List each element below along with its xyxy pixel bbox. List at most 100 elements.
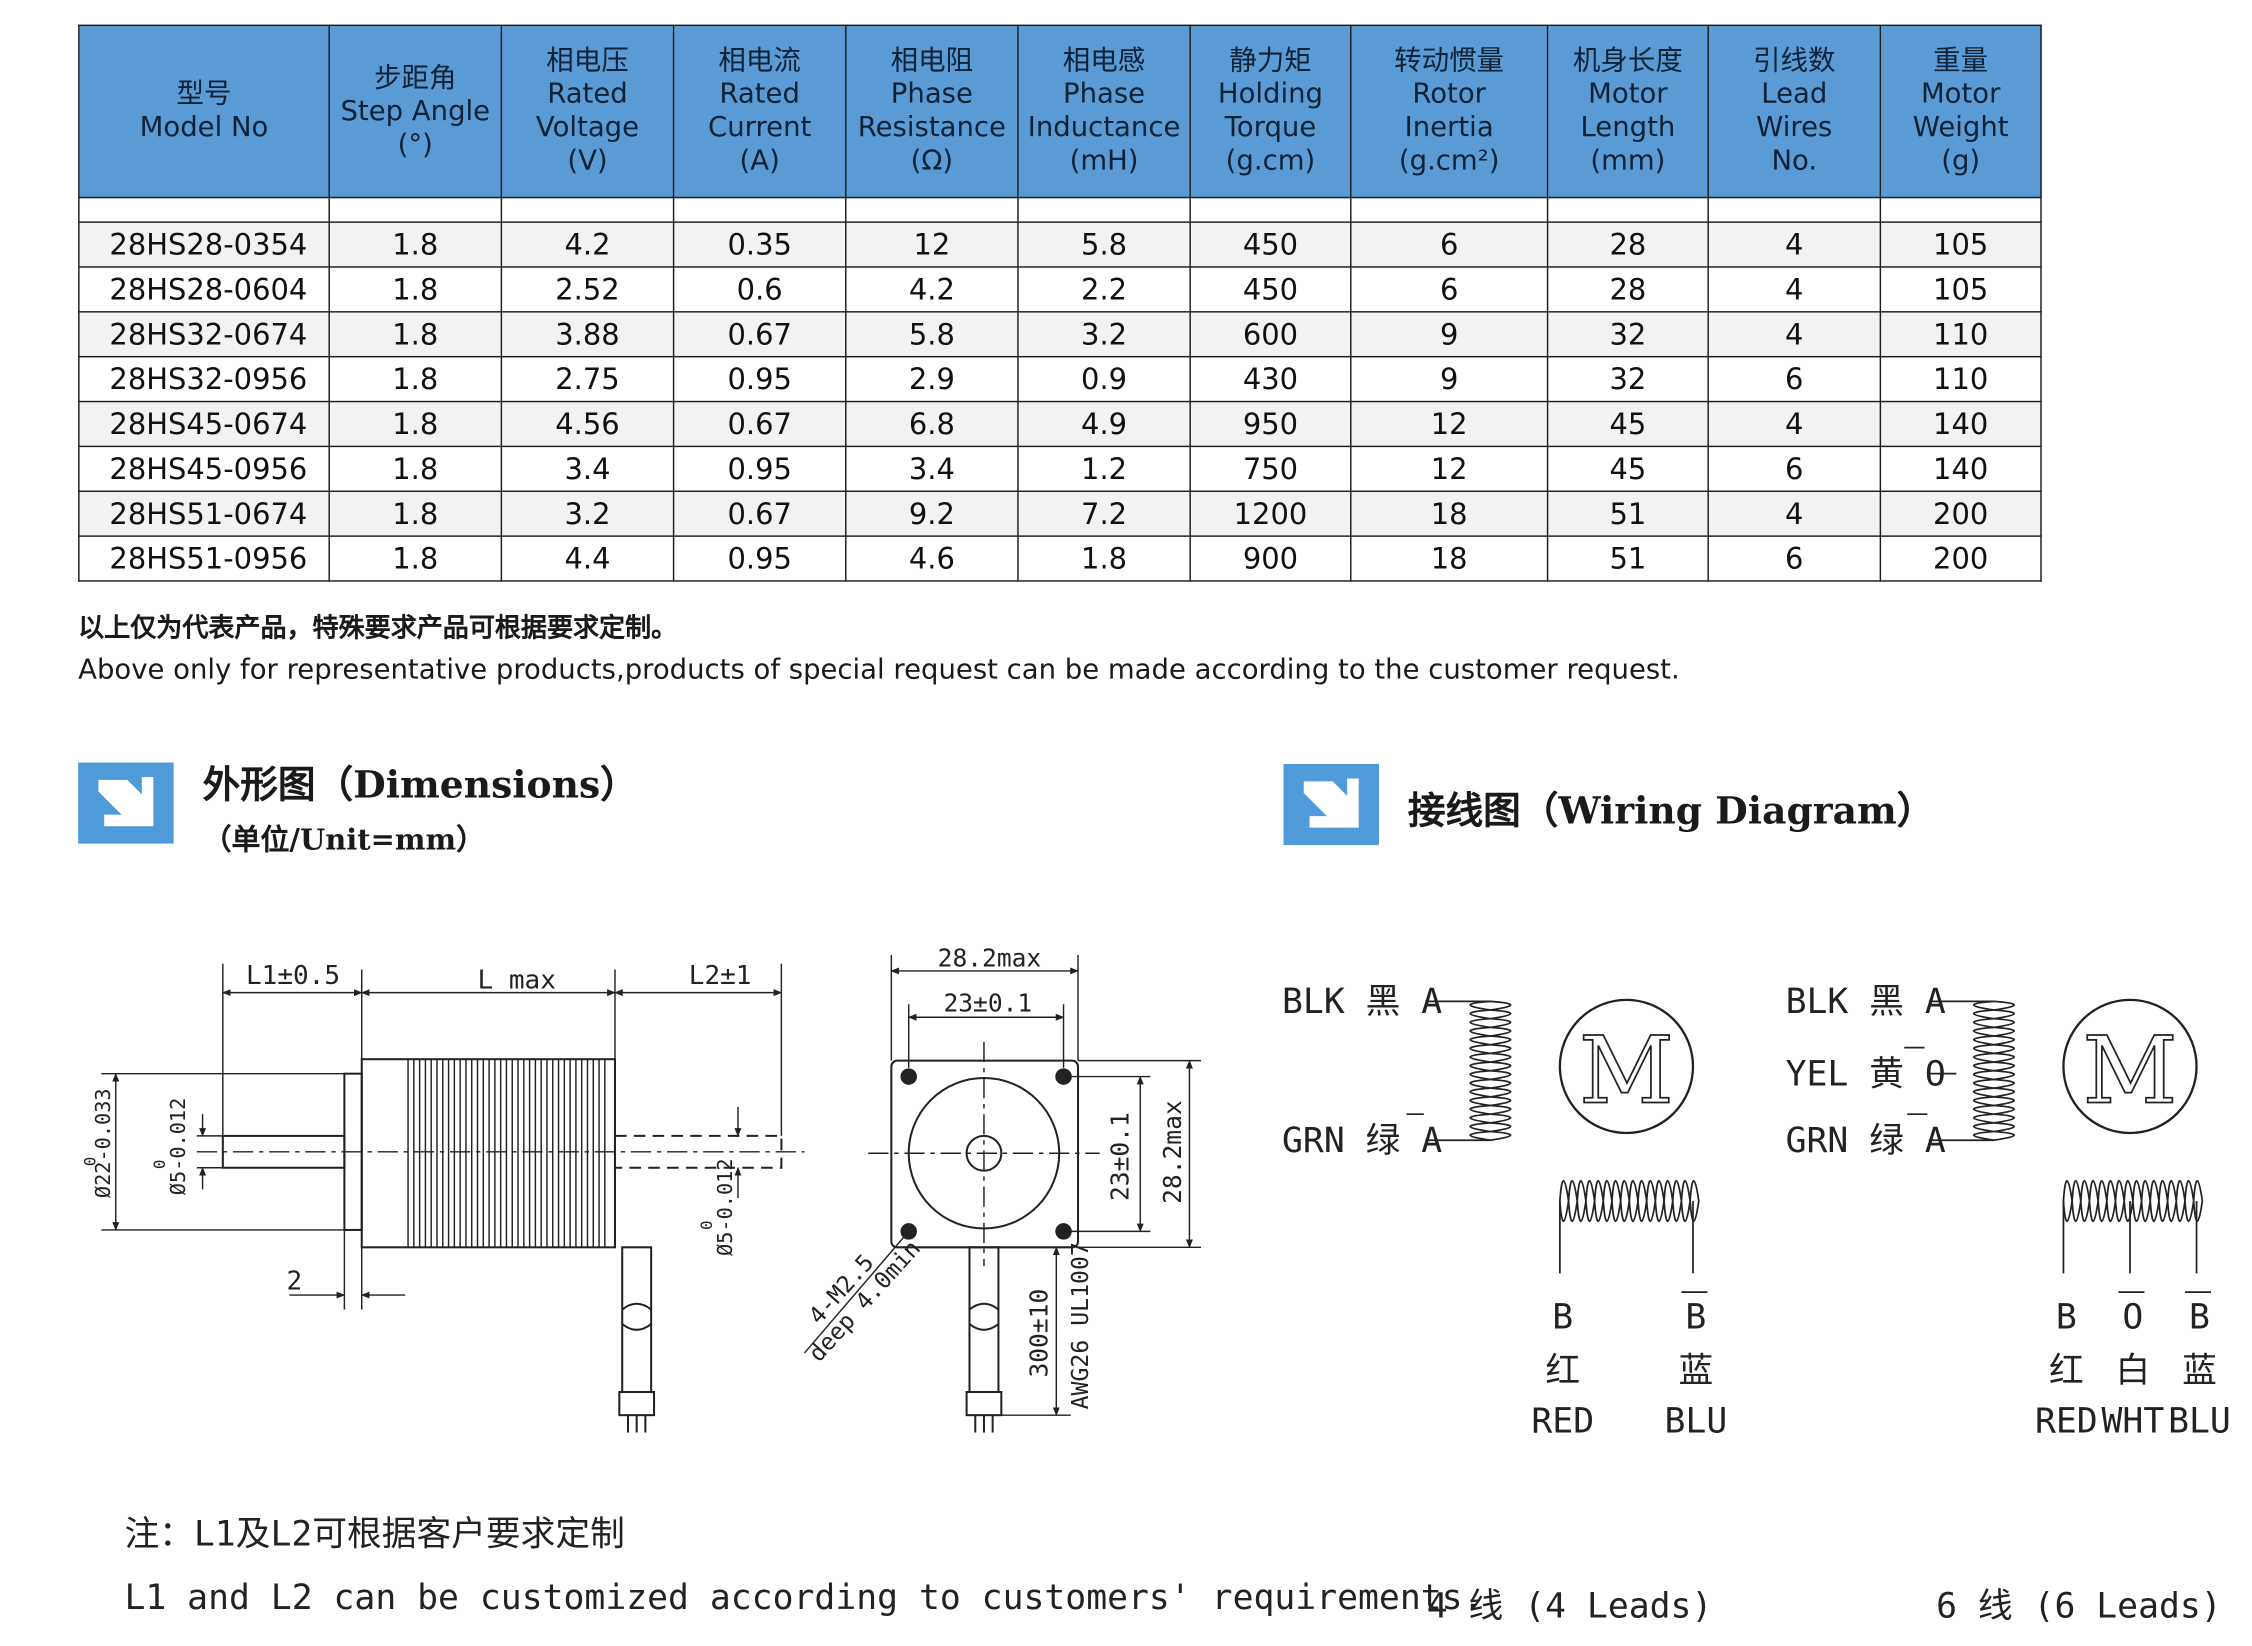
header-cn: 机身长度 — [1572, 44, 1683, 77]
lead-bottom-sig: B — [2056, 1297, 2077, 1337]
model-cell: 28HS51-0956 — [78, 535, 330, 582]
header-en: (V) — [567, 144, 608, 177]
label-23-top: 23±0.1 — [943, 988, 1032, 1017]
dimensions-title: 外形图（Dimensions） — [202, 764, 638, 808]
motor-symbol-4 — [1558, 998, 1695, 1135]
header-en: (g.cm²) — [1398, 144, 1500, 177]
table-cell: 1.8 — [328, 266, 503, 313]
table-cell: 2.75 — [500, 355, 675, 403]
table-cell: 45 — [1546, 445, 1709, 492]
table-cell: 9 — [1350, 311, 1549, 358]
header-en: (mH) — [1069, 144, 1139, 177]
footer-note-en: L1 and L2 can be customized according to… — [124, 1577, 1484, 1618]
footer-note-cn: 注：L1及L2可根据客户要求定制 — [124, 1513, 625, 1555]
lead-bottom-cn: 蓝 — [2182, 1351, 2217, 1391]
table-cell: 430 — [1189, 355, 1352, 403]
header-en: Rated — [719, 78, 800, 110]
table-cell: 1.8 — [328, 221, 503, 268]
header-cn: 步距角 — [374, 61, 457, 94]
lead-bottom-cn: 红 — [1545, 1351, 1580, 1391]
lead-label-grn-4: GRN 绿 A — [1282, 1121, 1442, 1161]
header-en: Length — [1580, 111, 1676, 144]
label-lead-length: 300±10 — [1025, 1289, 1054, 1378]
motor-letter-4: M — [1579, 1017, 1674, 1125]
model-cell: 28HS32-0956 — [78, 355, 330, 403]
table-cell: 4 — [1707, 221, 1882, 268]
table-cell: 6 — [1707, 535, 1882, 582]
table-cell: 1.8 — [328, 535, 503, 582]
dimensions-unit: （单位/Unit=mm） — [202, 821, 486, 857]
table-cell: 1.8 — [328, 445, 503, 492]
table-cell: 9.2 — [845, 490, 1019, 537]
table-cell: 5.8 — [845, 311, 1019, 358]
lead-bottom-en: WHT — [2102, 1402, 2165, 1442]
table-cell: 200 — [1879, 535, 2042, 582]
header-cn: 重量 — [1933, 44, 1989, 77]
header-en: Holding — [1217, 78, 1324, 110]
header-cn: 静力矩 — [1229, 44, 1312, 77]
front-view-labels: 28.2max 23±0.1 23±0.1 28.2max 4-M2.5 dee… — [804, 944, 1187, 1410]
table-cell: 950 — [1189, 400, 1352, 448]
table-cell: 2.2 — [1017, 266, 1191, 313]
table-cell: 12 — [845, 221, 1019, 268]
table-cell: 200 — [1879, 490, 2042, 537]
model-cell: 28HS28-0354 — [78, 221, 330, 268]
label-dia22-sup: 0 — [81, 1157, 100, 1167]
lead-label-blk-4: BLK 黑 A — [1282, 982, 1442, 1022]
side-view-drawing — [101, 963, 805, 1433]
model-cell: 28HS45-0956 — [78, 445, 330, 492]
coil-b-4 — [1558, 1179, 1700, 1274]
header-en: Motor — [1588, 78, 1668, 110]
header-cn: 型号 — [176, 78, 232, 110]
table-cell: 3.88 — [500, 311, 675, 358]
lead-label-grn-6: GRN 绿 A — [1786, 1121, 1946, 1161]
lead-bottom-en: RED — [1531, 1402, 1594, 1442]
table-cell: 18 — [1350, 535, 1549, 582]
label-two: 2 — [287, 1266, 303, 1296]
table-cell: 6 — [1350, 266, 1549, 313]
header-en: (g) — [1941, 144, 1981, 177]
table-cell: 4 — [1707, 311, 1882, 358]
table-cell: 12 — [1350, 400, 1549, 448]
coil-a-6 — [1928, 1000, 2016, 1142]
arrow-down-right-icon — [1283, 764, 1379, 846]
arrow-down-right-icon — [78, 762, 174, 844]
table-cell: 4.2 — [845, 266, 1019, 313]
table-cell: 3.2 — [500, 490, 675, 537]
table-cell: 1.8 — [1017, 535, 1191, 582]
table-cell: 3.4 — [500, 445, 675, 492]
table-cell: 1.8 — [328, 355, 503, 403]
header-en: Weight — [1912, 111, 2009, 144]
header-en: Inertia — [1404, 111, 1494, 144]
label-23-right: 23±0.1 — [1106, 1112, 1135, 1201]
table-cell: 2.52 — [500, 266, 675, 313]
lead-label-blk-6: BLK 黑 A — [1786, 982, 1946, 1022]
label-dia22: Ø22-0.033 — [91, 1088, 115, 1198]
lead-label-yel-6: YEL 黄 O — [1786, 1054, 1946, 1094]
table-cell: 32 — [1546, 311, 1709, 358]
label-dia5-right-sup: 0 — [697, 1220, 716, 1230]
header-cn: 相电感 — [1062, 44, 1146, 77]
table-cell: 1200 — [1189, 490, 1352, 537]
table-cell: 5.8 — [1017, 221, 1191, 268]
table-cell: 105 — [1879, 266, 2042, 313]
lead-bottom-sig: B — [1552, 1297, 1573, 1337]
table-cell: 51 — [1546, 535, 1709, 582]
side-view-labels: L1±0.5 L max L2±1 Ø22-0.033 0 Ø5-0.012 0… — [81, 961, 752, 1296]
table-cell: 4.9 — [1017, 400, 1191, 448]
table-cell: 110 — [1879, 311, 2042, 358]
header-en: (g.cm) — [1225, 144, 1316, 177]
table-cell: 0.35 — [672, 221, 847, 268]
